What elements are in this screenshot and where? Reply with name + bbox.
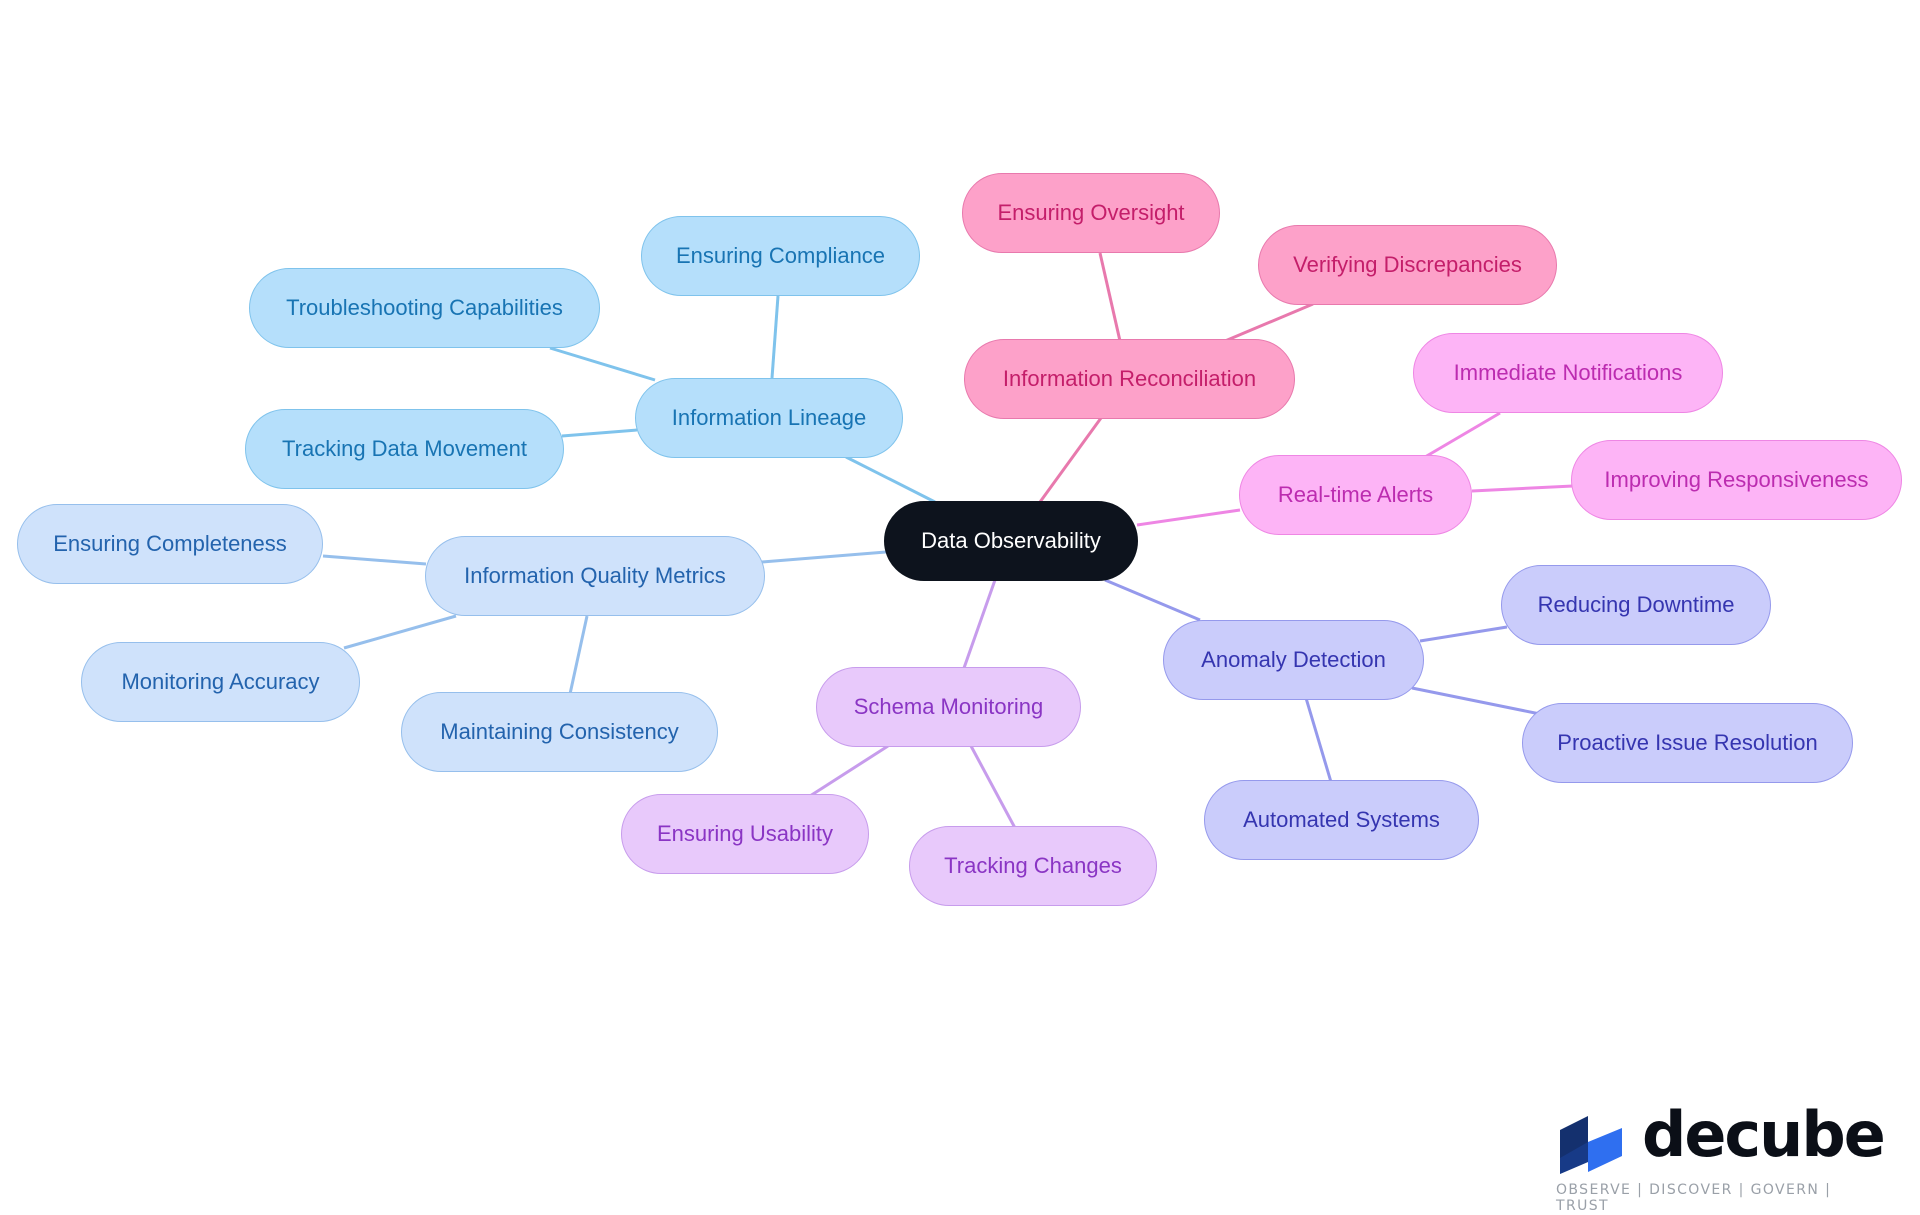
- edge-center-reconciliation: [1038, 417, 1103, 503]
- decube-logo-mark-icon: [1560, 1116, 1622, 1174]
- node-improving-responsiveness[interactable]: Improving Responsiveness: [1571, 440, 1902, 520]
- node-anomaly-detection[interactable]: Anomaly Detection: [1163, 620, 1424, 700]
- edge-anomaly-proactive: [1411, 686, 1541, 716]
- decube-wordmark: decube: [1642, 1098, 1886, 1171]
- node-tracking-data-movement[interactable]: Tracking Data Movement: [245, 409, 564, 489]
- edge-anomaly-automated: [1304, 697, 1333, 783]
- edge-center-quality: [761, 550, 887, 564]
- edge-recon-discrepancies: [1224, 302, 1314, 343]
- edge-center-schema: [962, 579, 997, 669]
- node-reducing-downtime[interactable]: Reducing Downtime: [1501, 565, 1771, 645]
- edge-quality-completeness: [322, 554, 427, 566]
- edge-lineage-troubleshooting: [549, 346, 656, 382]
- edge-anomaly-downtime: [1419, 625, 1508, 643]
- node-ensuring-oversight[interactable]: Ensuring Oversight: [962, 173, 1220, 253]
- edge-recon-oversight: [1098, 252, 1122, 342]
- node-troubleshooting-capabilities[interactable]: Troubleshooting Capabilities: [249, 268, 600, 348]
- decube-logo: decube OBSERVE | DISCOVER | GOVERN | TRU…: [1556, 1098, 1886, 1214]
- decube-tagline: OBSERVE | DISCOVER | GOVERN | TRUST: [1556, 1182, 1832, 1214]
- node-immediate-notifications[interactable]: Immediate Notifications: [1413, 333, 1723, 413]
- edge-alerts-responsiveness: [1471, 484, 1574, 493]
- edge-center-lineage: [845, 455, 936, 504]
- node-schema-monitoring[interactable]: Schema Monitoring: [816, 667, 1081, 747]
- node-ensuring-completeness[interactable]: Ensuring Completeness: [17, 504, 323, 584]
- edge-schema-usability: [809, 744, 889, 798]
- node-monitoring-accuracy[interactable]: Monitoring Accuracy: [81, 642, 360, 722]
- node-information-quality-metrics[interactable]: Information Quality Metrics: [425, 536, 765, 616]
- node-verifying-discrepancies[interactable]: Verifying Discrepancies: [1258, 225, 1557, 305]
- edge-quality-accuracy: [343, 614, 457, 650]
- node-automated-systems[interactable]: Automated Systems: [1204, 780, 1479, 860]
- edge-alerts-notifications: [1424, 411, 1501, 459]
- node-information-reconciliation[interactable]: Information Reconciliation: [964, 339, 1295, 419]
- node-information-lineage[interactable]: Information Lineage: [635, 378, 903, 458]
- node-ensuring-usability[interactable]: Ensuring Usability: [621, 794, 869, 874]
- node-maintaining-consistency[interactable]: Maintaining Consistency: [401, 692, 718, 772]
- edge-lineage-tracking: [561, 428, 638, 438]
- node-tracking-changes[interactable]: Tracking Changes: [909, 826, 1157, 906]
- edge-center-alerts: [1136, 508, 1241, 527]
- node-proactive-issue-resolution[interactable]: Proactive Issue Resolution: [1522, 703, 1853, 783]
- node-real-time-alerts[interactable]: Real-time Alerts: [1239, 455, 1472, 535]
- edge-center-anomaly: [1104, 578, 1201, 622]
- edge-quality-consistency: [568, 615, 589, 695]
- node-ensuring-compliance[interactable]: Ensuring Compliance: [641, 216, 920, 296]
- edge-schema-changes: [969, 745, 1017, 829]
- center-node[interactable]: Data Observability: [884, 501, 1138, 581]
- edge-lineage-compliance: [770, 295, 780, 379]
